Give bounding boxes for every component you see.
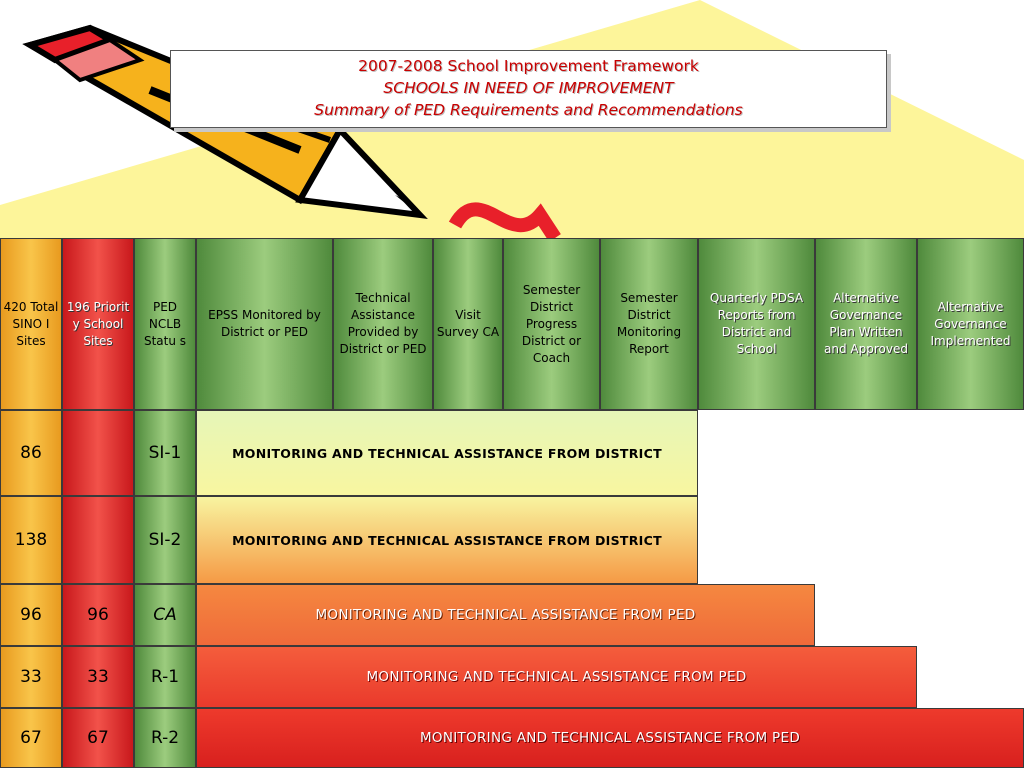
row-r2-status: R-2 [134, 708, 196, 768]
row-si2-status: SI-2 [134, 496, 196, 584]
row-r1-band: MONITORING AND TECHNICAL ASSISTANCE FROM… [196, 646, 917, 708]
header-pdsa-reports: Quarterly PDSA Reports from District and… [698, 238, 815, 410]
row-r1-blank [917, 646, 1024, 708]
row-r2-band: MONITORING AND TECHNICAL ASSISTANCE FROM… [196, 708, 1024, 768]
header-governance-implemented: Alternative Governance Implemented [917, 238, 1024, 410]
row-si1-blank [698, 410, 1024, 496]
row-r1-status: R-1 [134, 646, 196, 708]
header-technical-assistance: Technical Assistance Provided by Distric… [333, 238, 433, 410]
row-si1-status: SI-1 [134, 410, 196, 496]
row-si1-band: MONITORING AND TECHNICAL ASSISTANCE FROM… [196, 410, 698, 496]
row-ca-band: MONITORING AND TECHNICAL ASSISTANCE FROM… [196, 584, 815, 646]
pencil-clipart [22, 24, 561, 242]
row-r1-priority: 33 [62, 646, 134, 708]
row-r1-total: 33 [0, 646, 62, 708]
header-monitoring-report: Semester District Monitoring Report [600, 238, 698, 410]
header-nclb-status: PED NCLB Statu s [134, 238, 196, 410]
header-semester-progress: Semester District Progress District or C… [503, 238, 600, 410]
header-priority-sites: 196 Priorit y School Sites [62, 238, 134, 410]
row-r2-total: 67 [0, 708, 62, 768]
row-ca-total: 96 [0, 584, 62, 646]
row-si1-priority [62, 410, 134, 496]
row-si1-total: 86 [0, 410, 62, 496]
title-line-2: SCHOOLS IN NEED OF IMPROVEMENT [383, 79, 674, 97]
row-ca-blank [815, 584, 1024, 646]
framework-table: 420 Total SINO I Sites 196 Priorit y Sch… [0, 238, 1024, 768]
title-line-3: Summary of PED Requirements and Recommen… [314, 101, 743, 119]
row-si2-band: MONITORING AND TECHNICAL ASSISTANCE FROM… [196, 496, 698, 584]
title-line-1: 2007-2008 School Improvement Framework [358, 57, 699, 75]
row-ca-priority: 96 [62, 584, 134, 646]
row-si2-total: 138 [0, 496, 62, 584]
title-box: 2007-2008 School Improvement Framework S… [170, 50, 887, 128]
header-governance-plan: Alternative Governance Plan Written and … [815, 238, 917, 410]
row-si2-priority [62, 496, 134, 584]
row-si2-blank [698, 496, 1024, 584]
header-epss: EPSS Monitored by District or PED [196, 238, 333, 410]
row-r2-priority: 67 [62, 708, 134, 768]
header-visit-survey: Visit Survey CA [433, 238, 503, 410]
header-total-sites: 420 Total SINO I Sites [0, 238, 62, 410]
row-ca-status: CA [134, 584, 196, 646]
